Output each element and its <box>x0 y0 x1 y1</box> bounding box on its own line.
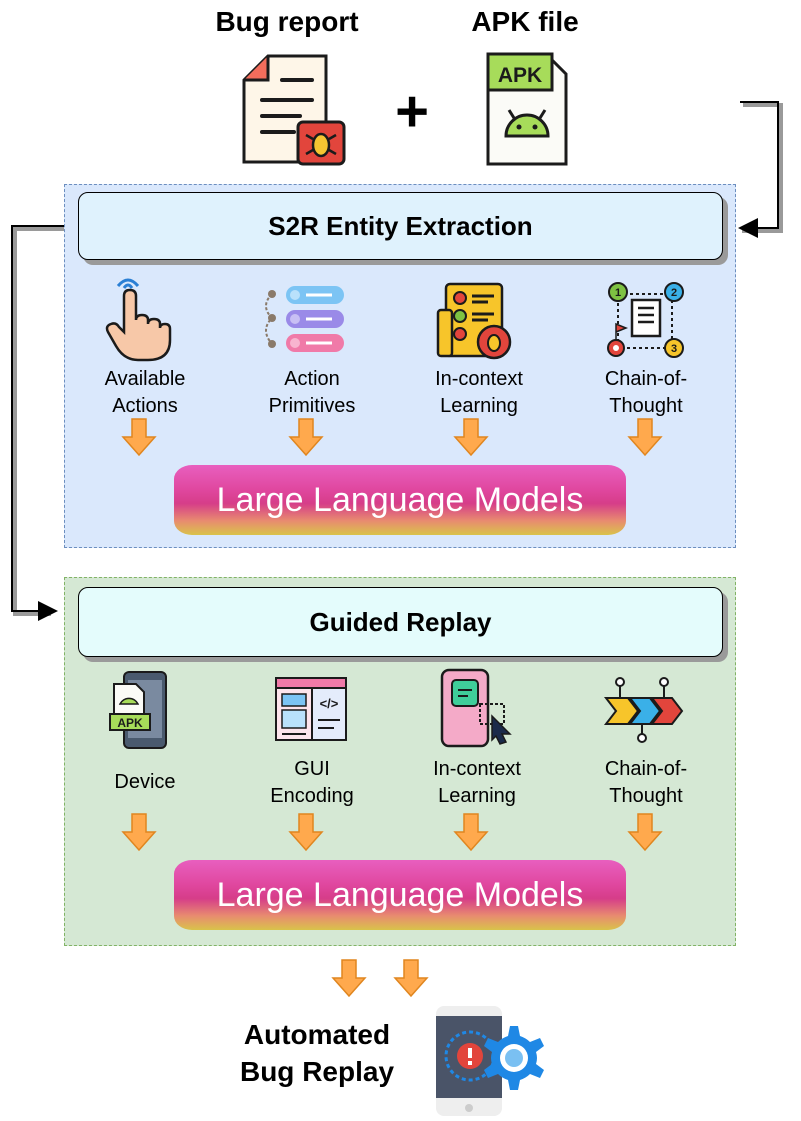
label-chain-of-thought-1: Chain-of-Thought <box>604 368 688 417</box>
chain-of-thought-icon: 1 2 3 <box>607 282 684 358</box>
action-primitives-icon <box>265 286 344 352</box>
bug-report-title: Bug report <box>215 6 359 37</box>
replay-header: Guided Replay <box>78 587 723 657</box>
apk-badge-text: APK <box>498 64 542 87</box>
llm-box-2: Large Language Models <box>174 860 626 930</box>
bug-report-icon <box>242 54 346 166</box>
label-chain-of-thought-2: Chain-of-Thought <box>604 758 688 807</box>
pointing-hand-icon <box>105 278 172 362</box>
llm-box-1: Large Language Models <box>174 465 626 535</box>
device-icon: APK <box>109 671 167 749</box>
bug-replay-gear-icon <box>436 1006 544 1116</box>
device-apk-text: APK <box>117 716 143 730</box>
extraction-header: S2R Entity Extraction <box>78 192 723 260</box>
touch-phone-icon <box>440 668 512 748</box>
apk-file-title: APK file <box>471 6 579 37</box>
cot-step-3: 3 <box>671 343 677 355</box>
code-glyph: </> <box>320 696 339 711</box>
label-device: Device <box>114 771 176 793</box>
cot-step-2: 2 <box>671 287 677 299</box>
plus-sign: + <box>395 79 429 144</box>
chevron-flow-icon <box>603 677 684 743</box>
gui-encoding-icon: </> <box>275 677 347 741</box>
cot-step-1: 1 <box>615 287 621 299</box>
apk-file-icon: APK <box>486 52 568 166</box>
checklist-bug-icon <box>436 282 512 360</box>
